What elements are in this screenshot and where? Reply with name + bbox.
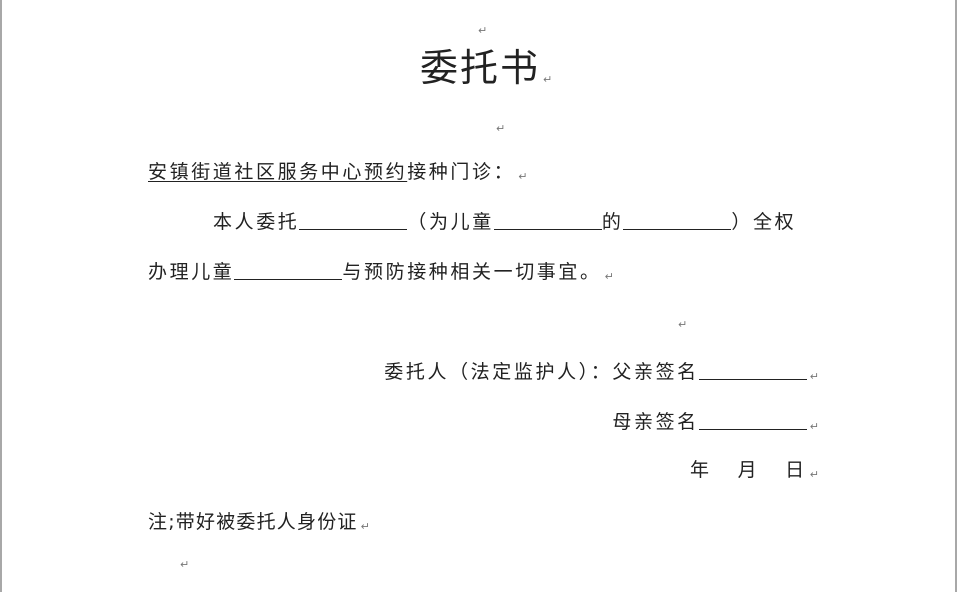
paragraph-mark: ↵ (518, 170, 528, 183)
addressee-rest: 接种门诊： (407, 161, 516, 183)
title-text: 委托书 (420, 46, 541, 90)
paragraph-mark: ↵ (809, 468, 819, 481)
paragraph-mark: ↵ (604, 270, 614, 283)
mother-label: 母亲签名 (612, 411, 699, 433)
paragraph-mark: ↵ (180, 558, 190, 571)
paragraph-mark: ↵ (809, 420, 819, 433)
child-name-blank[interactable] (493, 211, 602, 230)
paragraph-mark: ↵ (809, 370, 819, 383)
page-right-edge (955, 0, 957, 592)
delegate-name-blank[interactable] (299, 211, 408, 230)
date-day: 日 (785, 459, 807, 481)
text: 办理儿童 (148, 261, 235, 283)
date-year: 年 (689, 459, 712, 481)
body-line-2: 办理儿童 与预防接种相关一切事宜。↵ (148, 260, 614, 289)
page-left-edge (0, 0, 2, 592)
paragraph-mark: ↵ (543, 73, 553, 86)
text: （为儿童 (407, 211, 494, 233)
paragraph-mark: ↵ (496, 122, 506, 135)
paragraph-mark: ↵ (360, 520, 370, 533)
text: 本人委托 (213, 211, 300, 233)
addressee-line: 安镇街道社区服务中心预约接种门诊：↵ (148, 160, 527, 189)
note-text: 注;带好被委托人身份证 (148, 511, 358, 533)
text: ）全权 (731, 211, 797, 233)
addressee-underlined: 安镇街道社区服务中心预约 (148, 161, 408, 183)
body-line-1: 本人委托 （为儿童 的 ）全权 (213, 210, 796, 234)
paragraph-mark: ↵ (478, 24, 488, 37)
date-line: 年 月 日↵ (690, 458, 819, 487)
father-signature-blank[interactable] (698, 361, 807, 380)
text: 的 (601, 211, 624, 233)
relationship-blank[interactable] (623, 211, 732, 230)
note-line: 注;带好被委托人身份证↵ (148, 510, 370, 539)
date-month: 月 (737, 459, 760, 481)
document-title: 委托书↵ (420, 46, 552, 102)
child-name-blank-2[interactable] (234, 261, 343, 280)
mother-signature-blank[interactable] (698, 411, 807, 430)
text: 与预防接种相关一切事宜。 (342, 261, 602, 283)
paragraph-mark: ↵ (678, 318, 688, 331)
signer-label: 委托人（法定监护人）：父亲签名 (384, 361, 699, 383)
father-signature-line: 委托人（法定监护人）：父亲签名 ↵ (384, 360, 819, 389)
mother-signature-line: 母亲签名 ↵ (612, 410, 819, 439)
